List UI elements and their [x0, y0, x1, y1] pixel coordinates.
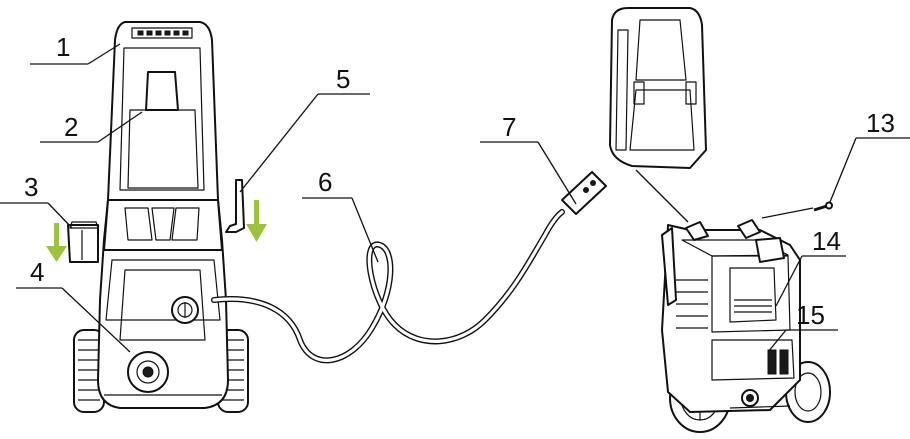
callout-2: 2	[64, 112, 78, 142]
handle-grip-dots	[137, 30, 189, 36]
power-plug	[561, 171, 607, 215]
callout-leaders	[0, 43, 910, 353]
callout-4: 4	[30, 257, 44, 287]
washer-rear-view	[661, 219, 831, 433]
callout-14: 14	[812, 226, 841, 256]
callout-1: 1	[56, 32, 70, 62]
callout-15: 15	[796, 300, 825, 330]
install-arrow-left	[46, 223, 67, 262]
callout-6: 6	[318, 167, 332, 197]
callout-5: 5	[336, 64, 350, 94]
lance-holder	[225, 179, 245, 233]
callout-7: 7	[502, 112, 516, 142]
accessory-holder	[67, 221, 99, 263]
callout-3: 3	[24, 172, 38, 202]
install-arrow-right	[246, 200, 267, 242]
screw	[813, 201, 833, 212]
power-cord	[211, 209, 565, 364]
rear-handle-exploded	[609, 7, 707, 169]
washer-front-view	[67, 21, 249, 413]
callout-13: 13	[866, 108, 895, 138]
cord-holder	[145, 71, 179, 111]
